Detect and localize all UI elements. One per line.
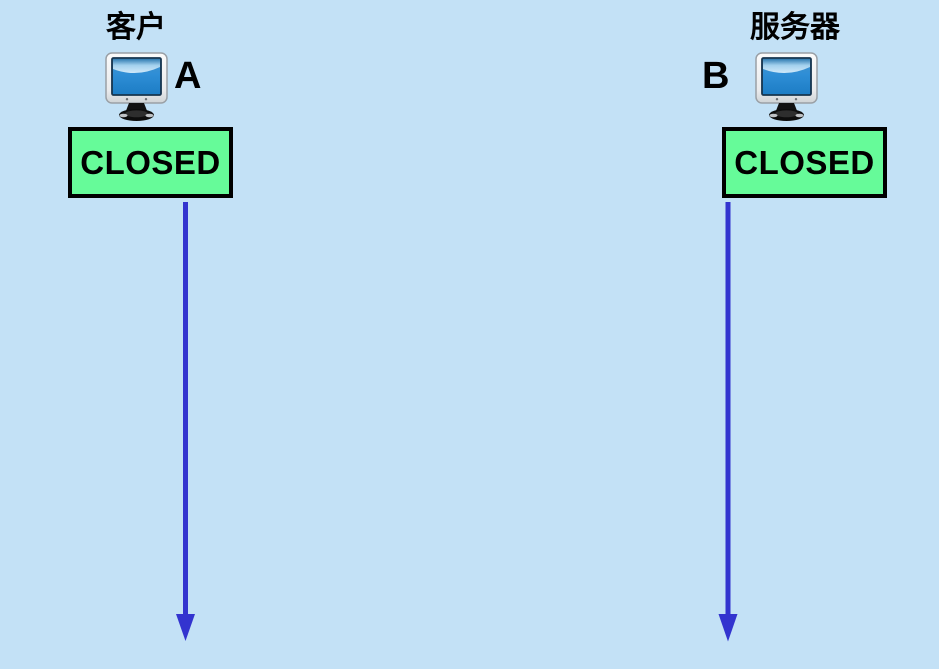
server-lifeline-arrow <box>718 202 738 642</box>
server-host-label: B <box>702 55 730 97</box>
computer-monitor-icon <box>755 52 818 121</box>
server-state-text: CLOSED <box>734 143 875 181</box>
client-state-text: CLOSED <box>80 143 221 181</box>
computer-monitor-icon <box>105 52 168 121</box>
client-state-box: CLOSED <box>68 127 233 198</box>
server-arrowhead-icon <box>718 614 738 642</box>
client-lifeline-arrow <box>176 202 195 641</box>
server-role-title: 服务器 <box>750 11 840 44</box>
client-host-label: A <box>174 55 202 97</box>
server-state-box: CLOSED <box>722 127 887 198</box>
client-role-title: 客户 <box>106 11 166 44</box>
client-arrowhead-icon <box>176 614 195 641</box>
